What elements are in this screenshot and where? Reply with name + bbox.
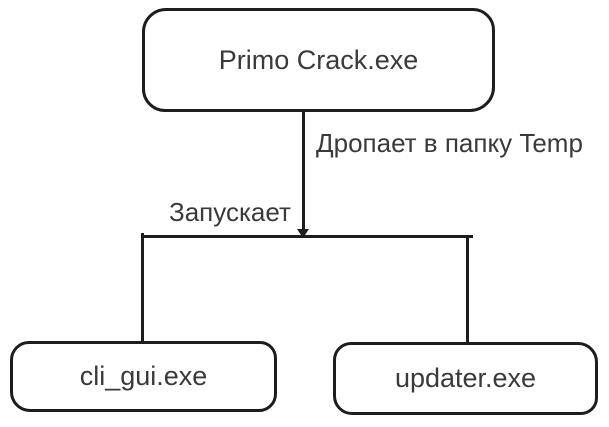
node-primo-crack-label: Primo Crack.exe	[218, 44, 419, 75]
edge-arrowhead-down-icon	[297, 229, 309, 238]
edge-label-drop: Дропает в папку Temp	[316, 128, 583, 158]
node-updater: updater.exe	[333, 342, 598, 415]
node-cli-gui: cli_gui.exe	[10, 341, 277, 412]
edge-label-launch: Запускает	[169, 197, 291, 227]
edge-left-vertical-line	[141, 233, 144, 343]
node-primo-crack: Primo Crack.exe	[142, 8, 495, 112]
edge-root-vertical-line	[302, 111, 305, 238]
edge-right-vertical-line	[466, 235, 469, 344]
node-cli-gui-label: cli_gui.exe	[79, 361, 208, 391]
edge-branch-horizontal-line	[141, 235, 473, 238]
node-updater-label: updater.exe	[394, 363, 537, 393]
